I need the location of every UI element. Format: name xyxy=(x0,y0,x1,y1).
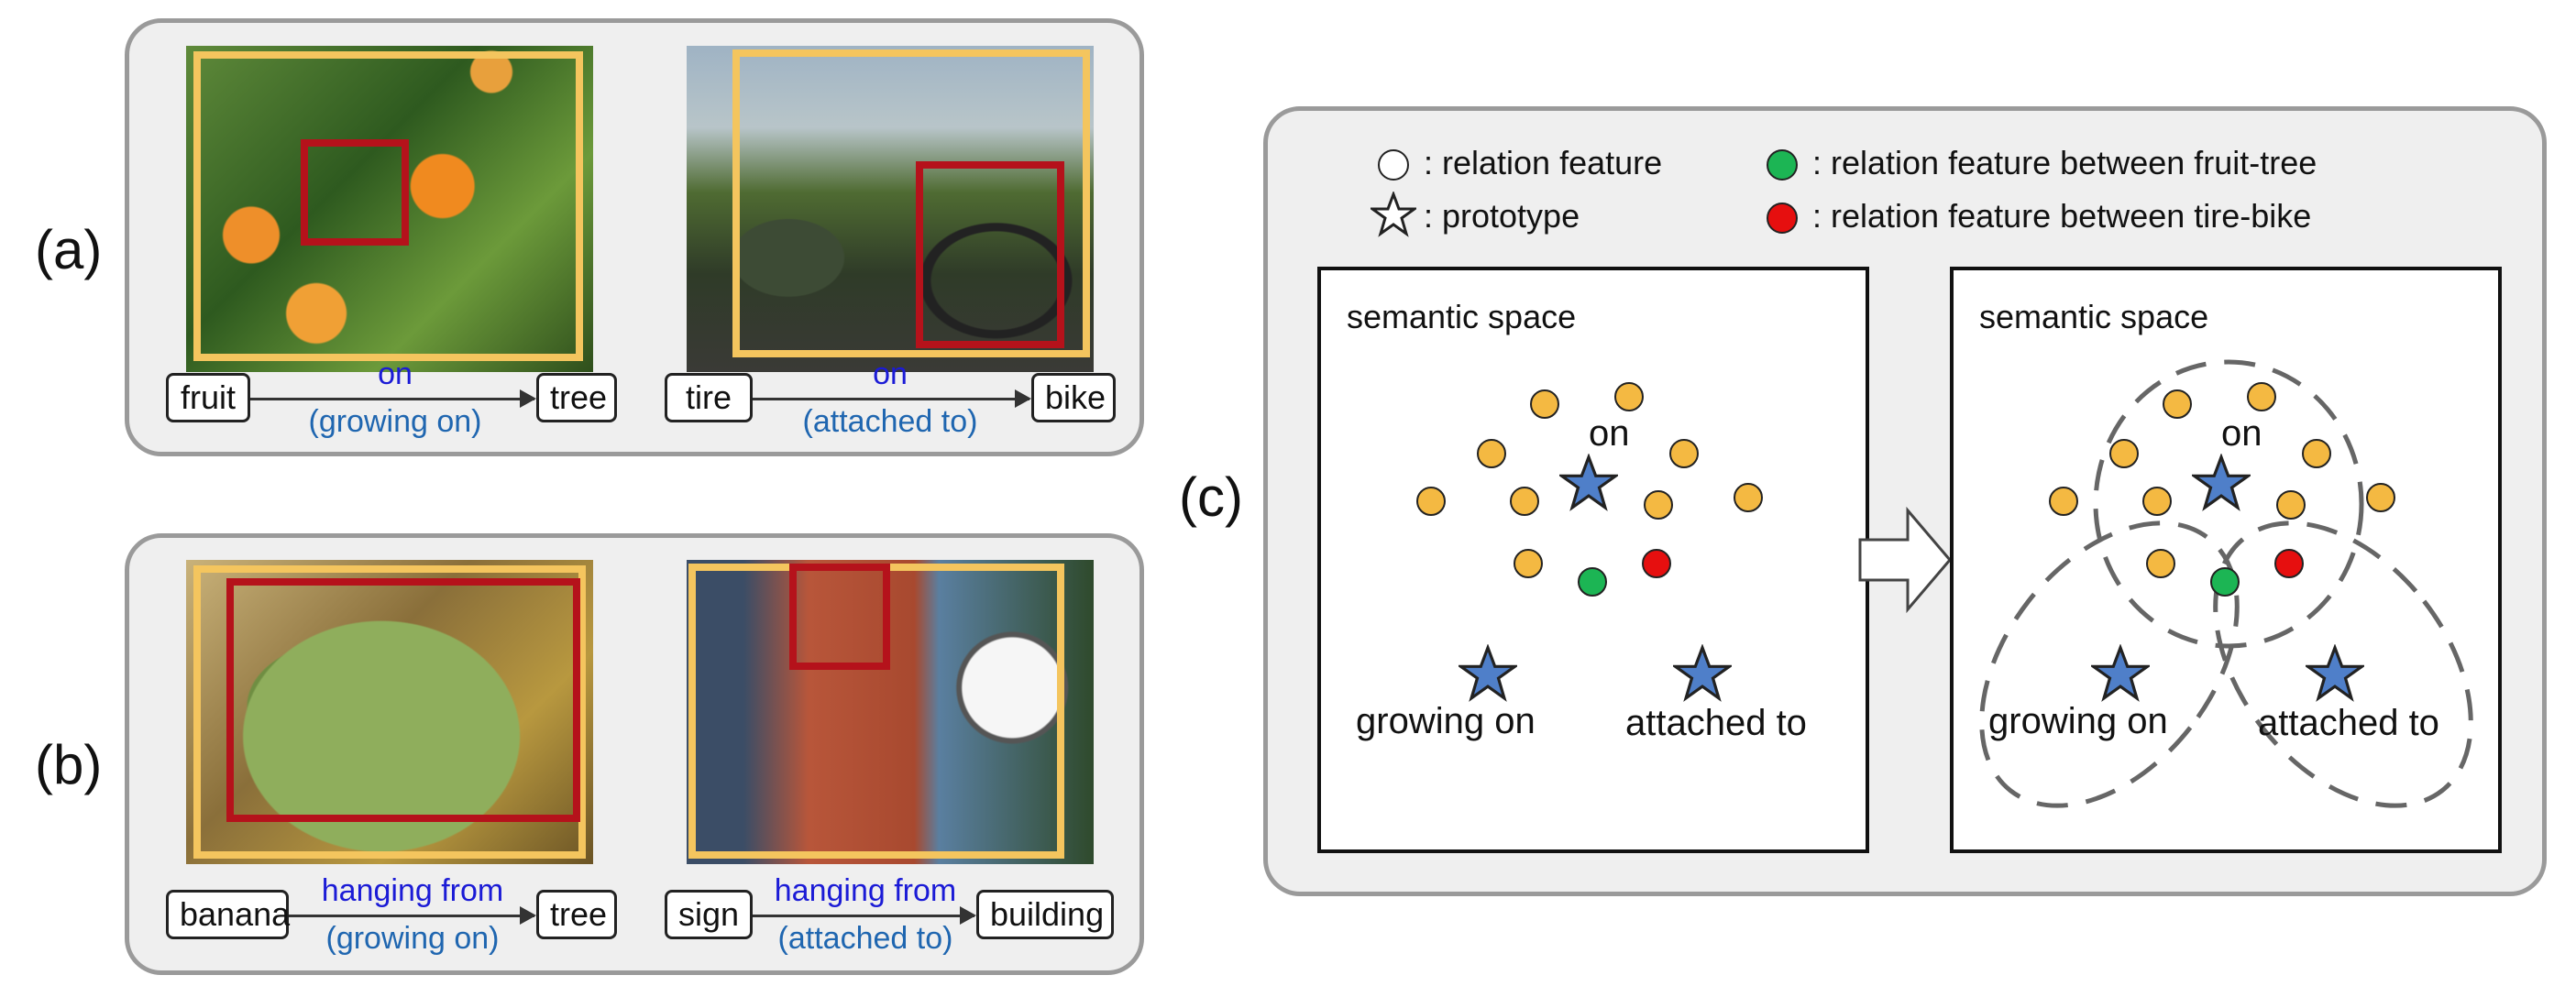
relation-feature-dot xyxy=(1614,382,1644,411)
right-arrow-icon xyxy=(1858,506,1952,614)
photo-sign-building xyxy=(687,560,1094,864)
relation-feature-dot xyxy=(2366,483,2395,512)
subject-box-tree xyxy=(193,51,583,361)
relation-feature-dot xyxy=(1669,439,1699,468)
prototype-label-attached-to: attached to xyxy=(2258,703,2439,743)
red-circle-icon xyxy=(1767,203,1798,234)
space-title: semantic space xyxy=(1979,298,2209,335)
legend-tire-bike: : relation feature between tire-bike xyxy=(1812,197,2312,235)
relation-arrow-banana-tree xyxy=(289,906,536,925)
fruit-tree-feature-dot xyxy=(1578,567,1607,597)
panel-c: : relation feature : prototype : relatio… xyxy=(1263,106,2547,896)
prototype-label-attached-to: attached to xyxy=(1625,703,1807,743)
relation-label: hanging from xyxy=(774,873,957,908)
fruit-tree-feature-dot xyxy=(2210,567,2240,597)
cluster-attached-to xyxy=(2213,520,2473,808)
relation-arrow-tire-bike xyxy=(753,389,1031,408)
panel-label-b: (b) xyxy=(35,734,103,795)
legend-fruit-tree: : relation feature between fruit-tree xyxy=(1812,144,2317,181)
relation-feature-dot xyxy=(1510,487,1539,516)
subject-node-sign: sign xyxy=(665,890,753,939)
prototype-star-on xyxy=(1559,454,1618,511)
relation-label: on xyxy=(873,356,908,391)
prototype-star-attached-to xyxy=(1673,644,1732,702)
semantic-space-after: semantic space on growing on attached to xyxy=(1950,267,2502,853)
photo-fruit-tree xyxy=(186,46,593,372)
photo-tire-bike xyxy=(687,46,1094,372)
subject-box-tire xyxy=(916,161,1064,348)
prototype-star-attached-to xyxy=(2306,644,2364,702)
relation-feature-dot xyxy=(1514,549,1543,578)
relation-feature-dot xyxy=(2276,490,2306,520)
relation-feature-dot xyxy=(1644,490,1673,520)
tire-bike-feature-dot xyxy=(2274,549,2304,578)
prototype-star-growing-on xyxy=(1459,644,1517,702)
cluster-on xyxy=(2093,359,2364,649)
relation-arrow-fruit-tree xyxy=(250,389,536,408)
panel-b: banana tree hanging from (growing on) si… xyxy=(125,533,1144,975)
prototype-label-on: on xyxy=(1589,413,1630,454)
subject-box-banana xyxy=(226,578,580,822)
object-node-tree: tree xyxy=(536,890,617,939)
panel-a: fruit tree on (growing on) tire bike on … xyxy=(125,18,1144,456)
relation-feature-dot xyxy=(2109,439,2139,468)
panel-label-c: (c) xyxy=(1179,466,1243,528)
prototype-label-growing-on: growing on xyxy=(1356,701,1536,741)
prototype-label-growing-on: growing on xyxy=(1988,701,2168,741)
green-circle-icon xyxy=(1767,149,1798,181)
relation-label: hanging from xyxy=(321,873,504,908)
subject-node-fruit: fruit xyxy=(166,373,250,422)
legend-prototype: : prototype xyxy=(1424,197,1580,235)
prototype-star-growing-on xyxy=(2091,644,2150,702)
fine-relation-label: (attached to) xyxy=(802,404,978,439)
object-box-bike xyxy=(732,49,1090,357)
relation-feature-dot xyxy=(1477,439,1506,468)
semantic-space-before: semantic space on growing on attached to xyxy=(1317,267,1869,853)
subject-box-sign xyxy=(789,564,890,670)
panel-label-a: (a) xyxy=(35,219,103,280)
relation-arrow-sign-building xyxy=(753,906,976,925)
cluster-boundaries xyxy=(1979,359,2473,808)
fine-relation-label: (growing on) xyxy=(325,921,500,956)
relation-feature-dot xyxy=(2142,487,2172,516)
relation-feature-dot xyxy=(2247,382,2276,411)
object-node-tree: tree xyxy=(536,373,617,422)
star-icon xyxy=(1371,192,1416,237)
relation-feature-dot xyxy=(1416,487,1446,516)
subject-node-tire: tire xyxy=(665,373,753,422)
relation-feature-dot xyxy=(2163,389,2192,419)
relation-feature-dot xyxy=(2049,487,2078,516)
relation-feature-dot xyxy=(1530,389,1559,419)
relation-label: on xyxy=(378,356,413,391)
relation-feature-dot xyxy=(2146,549,2175,578)
fine-relation-label: (growing on) xyxy=(308,404,482,439)
subject-node-banana: banana xyxy=(166,890,290,939)
legend-relation-feature: : relation feature xyxy=(1424,144,1663,181)
object-node-building: building xyxy=(976,890,1114,939)
object-box-tree xyxy=(193,565,586,859)
relation-feature-dot xyxy=(1734,483,1763,512)
object-node-bike: bike xyxy=(1031,373,1116,422)
space-title: semantic space xyxy=(1347,298,1577,335)
prototype-label-on: on xyxy=(2221,413,2262,454)
prototype-star-on xyxy=(2192,454,2251,511)
tire-bike-feature-dot xyxy=(1642,549,1671,578)
photo-banana-tree xyxy=(186,560,593,864)
object-box-fruit xyxy=(301,139,409,246)
fine-relation-label: (attached to) xyxy=(777,921,953,956)
circle-icon xyxy=(1378,149,1409,181)
relation-feature-dot xyxy=(2302,439,2331,468)
